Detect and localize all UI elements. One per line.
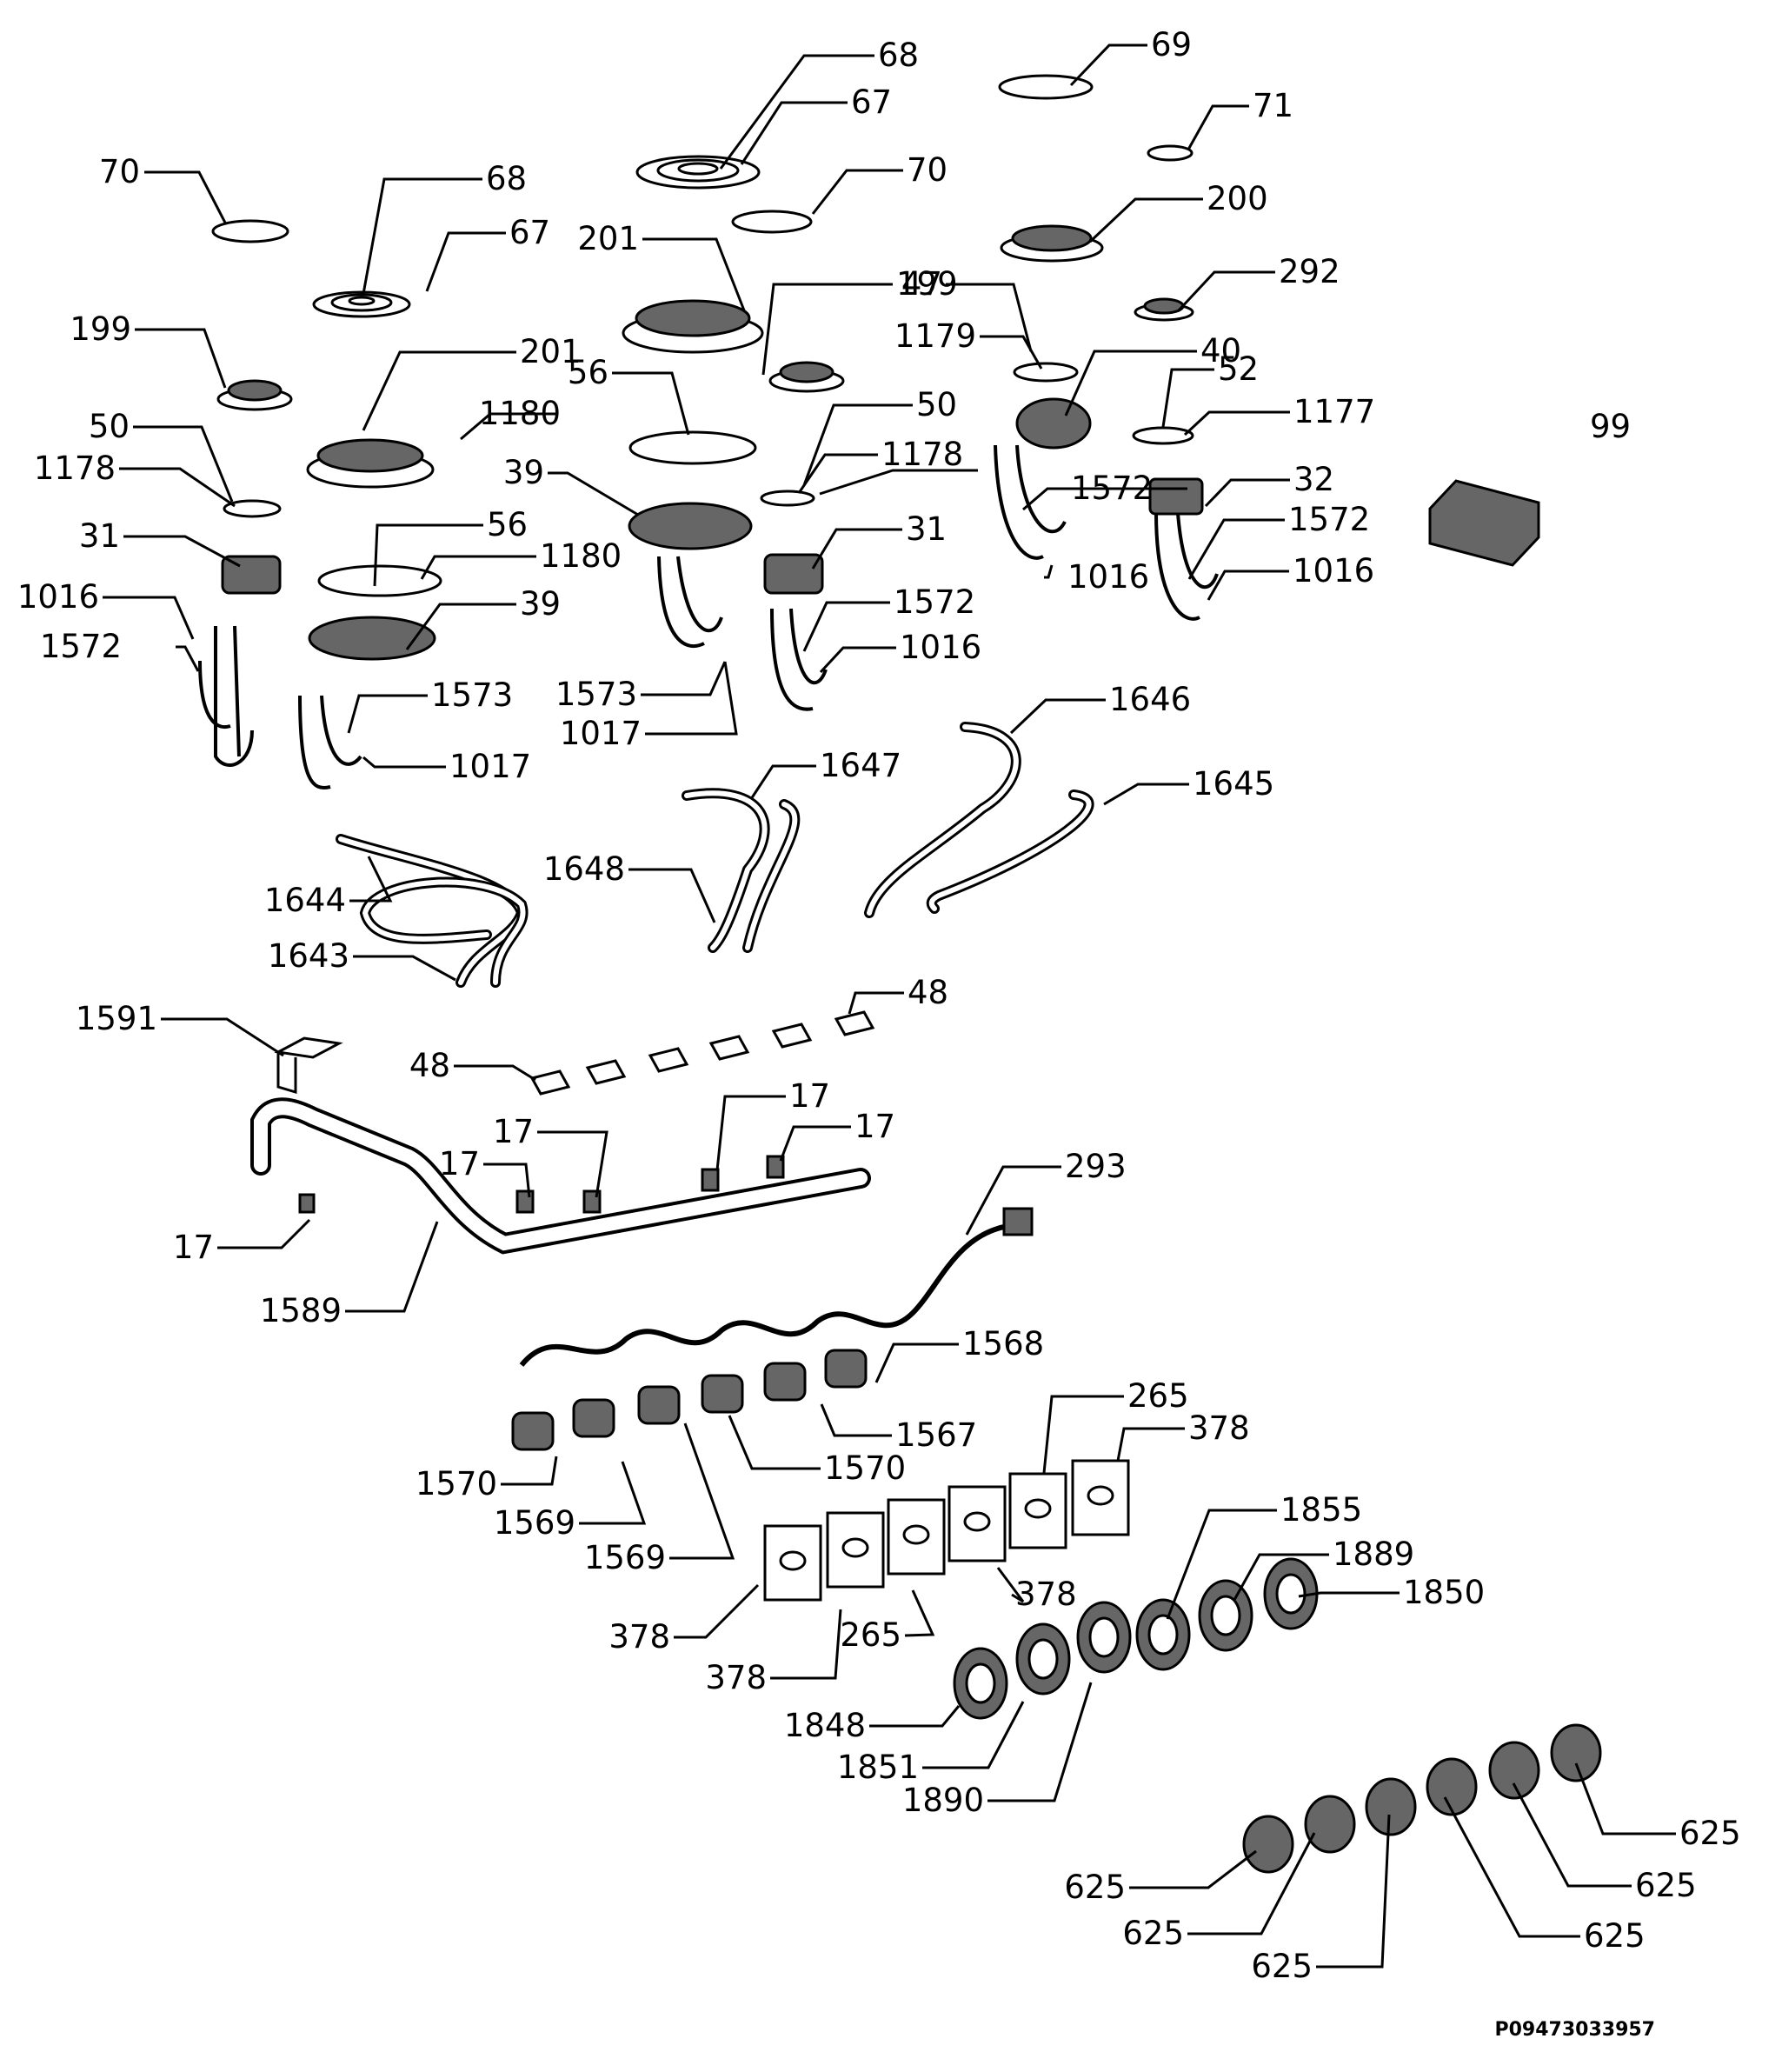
callout-label: 1645 xyxy=(1193,765,1274,803)
callout-label: 99 xyxy=(1590,408,1631,445)
callout-label: 378 xyxy=(1188,1409,1250,1447)
callout-label: 1643 xyxy=(268,937,349,975)
callout-label: 265 xyxy=(840,1616,901,1654)
callout-label: 1889 xyxy=(1333,1536,1414,1573)
callout-label: 625 xyxy=(1679,1815,1741,1852)
callout-label: 68 xyxy=(878,37,919,74)
callout-label: 1017 xyxy=(560,715,642,752)
callout-label: 1016 xyxy=(900,629,981,666)
callout-label: 1850 xyxy=(1403,1574,1485,1611)
callout-label: 1855 xyxy=(1280,1491,1362,1529)
callout-label: 378 xyxy=(608,1618,670,1656)
callout-label: 625 xyxy=(1584,1917,1646,1955)
callout-label: 1848 xyxy=(784,1707,866,1744)
callout-label: 201 xyxy=(520,333,582,370)
callout-label: 39 xyxy=(520,585,561,623)
callout-label: 1178 xyxy=(34,450,116,487)
callout-label: 70 xyxy=(907,151,948,189)
callout-label: 1644 xyxy=(264,882,346,919)
callout-label: 47 xyxy=(901,265,942,303)
callout-label: 1180 xyxy=(479,395,561,432)
callout-label: 1179 xyxy=(894,317,976,355)
callout-label: 1016 xyxy=(1293,552,1374,590)
callout-label: 67 xyxy=(509,214,550,251)
callout-label: 378 xyxy=(705,1659,767,1696)
callout-label: 201 xyxy=(577,220,639,257)
part-drawings xyxy=(198,74,1602,1874)
callout-label: 1569 xyxy=(494,1504,575,1542)
callout-label: 1573 xyxy=(555,676,637,713)
callout-label: 1572 xyxy=(894,583,975,621)
callout-label: 1647 xyxy=(820,747,901,784)
callout-label: 50 xyxy=(89,408,130,445)
callout-label: 68 xyxy=(486,160,527,197)
callout-label: 1016 xyxy=(17,578,99,616)
callout-label: 293 xyxy=(1065,1148,1127,1185)
callout-label: 625 xyxy=(1635,1867,1697,1904)
callout-label: 378 xyxy=(1015,1576,1077,1613)
callout-label: 1851 xyxy=(837,1749,919,1786)
callout-label: 1589 xyxy=(260,1292,342,1329)
document-id: P09473033957 xyxy=(1494,2019,1655,2041)
callout-label: 1568 xyxy=(962,1325,1044,1362)
callout-label: 265 xyxy=(1127,1377,1189,1415)
callout-label: 199 xyxy=(70,310,131,348)
callout-label: 1178 xyxy=(881,436,963,473)
callout-label: 39 xyxy=(503,454,544,491)
callout-label: 56 xyxy=(487,506,528,543)
callout-label: 199 xyxy=(896,265,958,303)
callout-label: 31 xyxy=(79,517,120,555)
callout-label: 1572 xyxy=(40,628,122,665)
callout-label: 48 xyxy=(908,974,948,1011)
callout-label: 56 xyxy=(568,354,608,391)
callout-label: 70 xyxy=(99,153,140,190)
callout-label: 17 xyxy=(173,1229,214,1266)
callout-label: 1569 xyxy=(584,1539,666,1576)
callout-label: 17 xyxy=(493,1113,534,1150)
callout-label: 1017 xyxy=(449,748,531,785)
callout-label: 1591 xyxy=(76,1000,157,1037)
callout-label: 69 xyxy=(1151,26,1192,63)
callout-label: 50 xyxy=(916,386,957,423)
callout-label: 625 xyxy=(1122,1915,1184,1952)
callout-label: 71 xyxy=(1253,87,1293,124)
callout-label: 1016 xyxy=(1067,558,1149,596)
callout-label: 1567 xyxy=(895,1416,977,1454)
callout-label: 52 xyxy=(1218,350,1259,388)
callout-label: 31 xyxy=(906,510,947,548)
callout-label: 17 xyxy=(439,1145,480,1183)
callout-labels: 68 67 69 71 70 70 68 67 201 200 199 47 2… xyxy=(17,26,1741,1985)
callout-label: 200 xyxy=(1207,180,1268,217)
callout-label: 625 xyxy=(1251,1948,1313,1985)
callout-label: 1648 xyxy=(543,850,625,888)
callout-label: 48 xyxy=(409,1047,450,1084)
callout-leaders xyxy=(103,43,1676,1969)
callout-label: 1180 xyxy=(540,537,622,575)
callout-label: 17 xyxy=(854,1108,895,1145)
callout-label: 1572 xyxy=(1288,501,1370,538)
callout-label: 1177 xyxy=(1293,393,1375,430)
callout-label: 40 xyxy=(1200,332,1241,370)
callout-label: 292 xyxy=(1279,253,1340,290)
callout-label: 32 xyxy=(1293,461,1334,498)
callout-label: 1572 xyxy=(1071,470,1153,507)
callout-label: 625 xyxy=(1064,1869,1126,1906)
callout-label: 17 xyxy=(789,1077,830,1115)
callout-label: 1570 xyxy=(824,1449,906,1487)
callout-label: 67 xyxy=(851,83,892,121)
callout-label: 1890 xyxy=(902,1782,984,1819)
callout-label: 1573 xyxy=(431,676,513,714)
callout-label: 1646 xyxy=(1109,681,1191,718)
callout-label: 1570 xyxy=(416,1465,497,1502)
